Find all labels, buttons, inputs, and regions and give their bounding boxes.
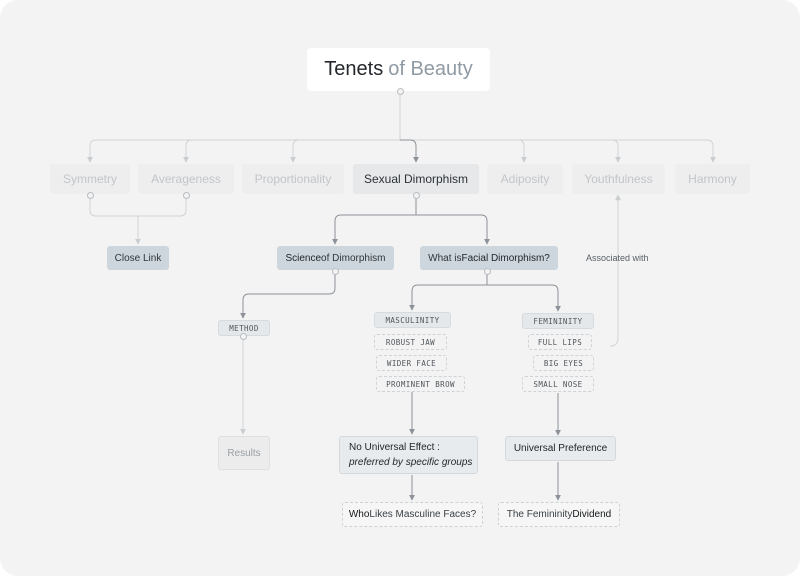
wire-to-science	[332, 198, 417, 245]
trait-prominent-brow[interactable]: PROMINENT BROW	[376, 376, 465, 392]
no-universal-line1: No Universal Effect :	[349, 442, 440, 453]
femininity-dividend-node[interactable]: The Femininity Dividend	[498, 502, 620, 527]
dividend-pre: The Femininity	[506, 509, 573, 520]
wire-associated-youthfulness	[609, 194, 621, 347]
dividend-bold: Dividend	[572, 509, 612, 520]
trait-small-nose[interactable]: SMALL NOSE	[522, 376, 594, 392]
who-likes-bold: Who	[348, 509, 370, 520]
wire-to-femininity	[487, 284, 561, 312]
science-label-bold: Science	[285, 252, 322, 264]
tenet-averageness[interactable]: Averageness	[138, 164, 234, 194]
trait-wider-face[interactable]: WIDER FACE	[376, 355, 447, 371]
wire-to-adiposity	[400, 139, 527, 163]
who-likes-masculine-faces-node[interactable]: Who Likes Masculine Faces?	[342, 502, 483, 527]
tenet-harmony[interactable]: Harmony	[675, 164, 750, 194]
masculinity-head[interactable]: MASCULINITY	[374, 312, 451, 328]
averageness-connector-knob[interactable]	[183, 192, 190, 199]
associated-with-label: Associated with	[586, 253, 649, 263]
wire-symmetry-averageness	[89, 196, 187, 217]
trait-big-eyes[interactable]: BIG EYES	[533, 355, 594, 371]
tenet-proportionality[interactable]: Proportionality	[242, 164, 344, 194]
title-connector-knob[interactable]	[397, 88, 404, 95]
wire-to-facial	[416, 214, 490, 245]
wire-to-averageness	[183, 139, 400, 163]
wire-to-masculinity	[409, 273, 488, 311]
no-universal-effect-node[interactable]: No Universal Effect : preferred by speci…	[339, 436, 478, 474]
facial-dimorphism-node[interactable]: What is Facial Dimorphism?	[420, 246, 558, 270]
facial-label-bold: Facial Dimorphism?	[461, 252, 550, 264]
results-node[interactable]: Results	[218, 436, 270, 470]
science-label-rest: of Dimorphism	[321, 252, 386, 264]
sexual-dimorphism-connector-knob[interactable]	[413, 192, 420, 199]
wire-to-sexual-dimorphism	[400, 139, 419, 163]
wire-to-youthfulness	[400, 139, 621, 163]
wire-to-harmony	[400, 139, 716, 163]
science-of-dimorphism-node[interactable]: Science of Dimorphism	[277, 246, 394, 270]
tenet-sexual-dimorphism[interactable]: Sexual Dimorphism	[353, 164, 479, 194]
wire-to-symmetry	[87, 95, 401, 163]
trait-full-lips[interactable]: FULL LIPS	[528, 334, 592, 350]
femininity-head[interactable]: FEMININITY	[522, 313, 594, 329]
facial-label-pre: What is	[428, 252, 462, 264]
tenet-symmetry[interactable]: Symmetry	[50, 164, 130, 194]
close-link-node[interactable]: Close Link	[107, 246, 169, 270]
facial-connector-knob[interactable]	[484, 268, 491, 275]
wire-to-method	[240, 273, 336, 319]
method-connector-knob[interactable]	[240, 333, 247, 340]
tenet-adiposity[interactable]: Adiposity	[487, 164, 563, 194]
trait-robust-jaw[interactable]: ROBUST JAW	[374, 334, 447, 350]
wire-to-proportionality	[290, 139, 400, 163]
no-universal-line2: preferred by specific groups	[349, 457, 473, 468]
diagram-title: Tenets of Beauty	[307, 48, 490, 91]
title-main: Tenets	[324, 58, 384, 80]
tenet-youthfulness[interactable]: Youthfulness	[572, 164, 665, 194]
science-connector-knob[interactable]	[332, 268, 339, 275]
symmetry-connector-knob[interactable]	[87, 192, 94, 199]
who-likes-rest: Likes Masculine Faces?	[369, 509, 477, 520]
title-rest: of Beauty	[388, 58, 473, 80]
universal-preference-node[interactable]: Universal Preference	[505, 436, 616, 461]
